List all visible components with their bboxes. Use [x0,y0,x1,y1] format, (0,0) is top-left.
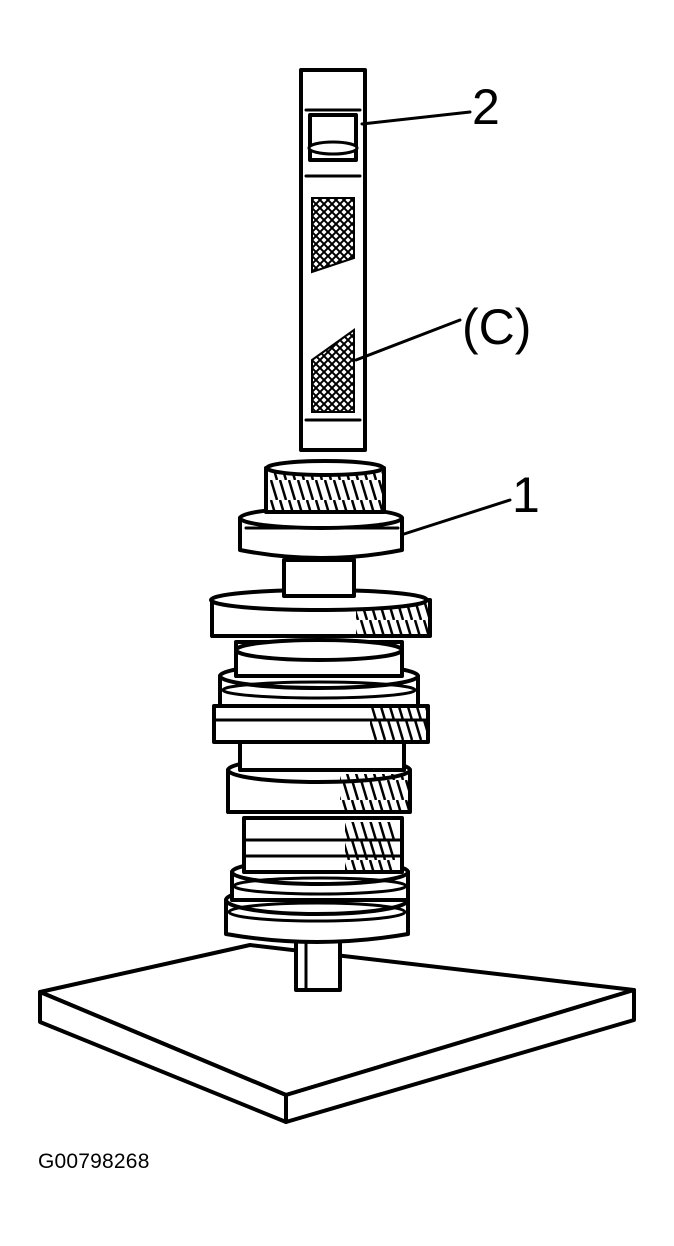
callout-c: (C) [462,299,531,355]
bearing-part-1 [238,506,404,560]
leader-lines [354,110,512,536]
callout-2: 2 [472,79,500,135]
figure-id: G00798268 [38,1150,150,1173]
callout-1: 1 [512,467,540,523]
drive-gear [264,459,386,514]
gear-stack [209,558,432,944]
base-plate [38,943,636,1124]
press-tool-part-2 [299,68,367,452]
